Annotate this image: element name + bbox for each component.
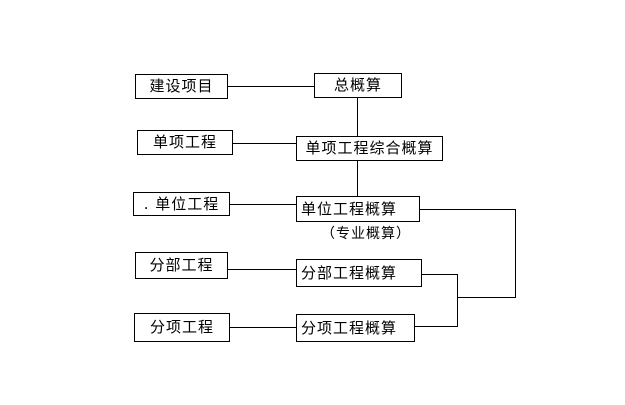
box-division-work-estimate: 分部工程概算 xyxy=(296,259,422,287)
box-unit-project-estimate: 单位工程概算 xyxy=(296,196,420,222)
box-subitem-work: 分项工程 xyxy=(134,313,230,342)
box-unit-project: . 单位工程 xyxy=(133,192,230,216)
connector-subitem-to-subitem-estimate xyxy=(230,327,296,328)
box-single-project: 单项工程 xyxy=(137,130,233,155)
bracket-unit-estimate-out xyxy=(420,209,515,210)
connector-single-to-comprehensive xyxy=(233,143,296,144)
box-subitem-work-estimate: 分项工程概算 xyxy=(296,314,415,342)
box-single-project-comprehensive-estimate: 单项工程综合概算 xyxy=(296,136,443,161)
connector-total-to-comprehensive xyxy=(357,98,358,136)
bracket-inner-vertical xyxy=(457,274,458,327)
box-construction-project: 建设项目 xyxy=(135,74,228,99)
bracket-division-estimate-out xyxy=(422,274,457,275)
connector-unit-to-unit-estimate xyxy=(230,204,296,205)
box-division-work: 分部工程 xyxy=(135,252,228,279)
connector-construction-to-total xyxy=(228,86,314,87)
connector-comprehensive-to-unit-estimate xyxy=(357,161,358,196)
bracket-subitem-estimate-out xyxy=(415,326,457,327)
connector-division-to-division-estimate xyxy=(228,269,296,270)
note-professional-estimate: （专业概算） xyxy=(321,226,411,242)
bracket-outer-vertical xyxy=(515,209,516,298)
bracket-return-horizontal xyxy=(457,297,515,298)
box-total-estimate: 总概算 xyxy=(314,73,402,98)
